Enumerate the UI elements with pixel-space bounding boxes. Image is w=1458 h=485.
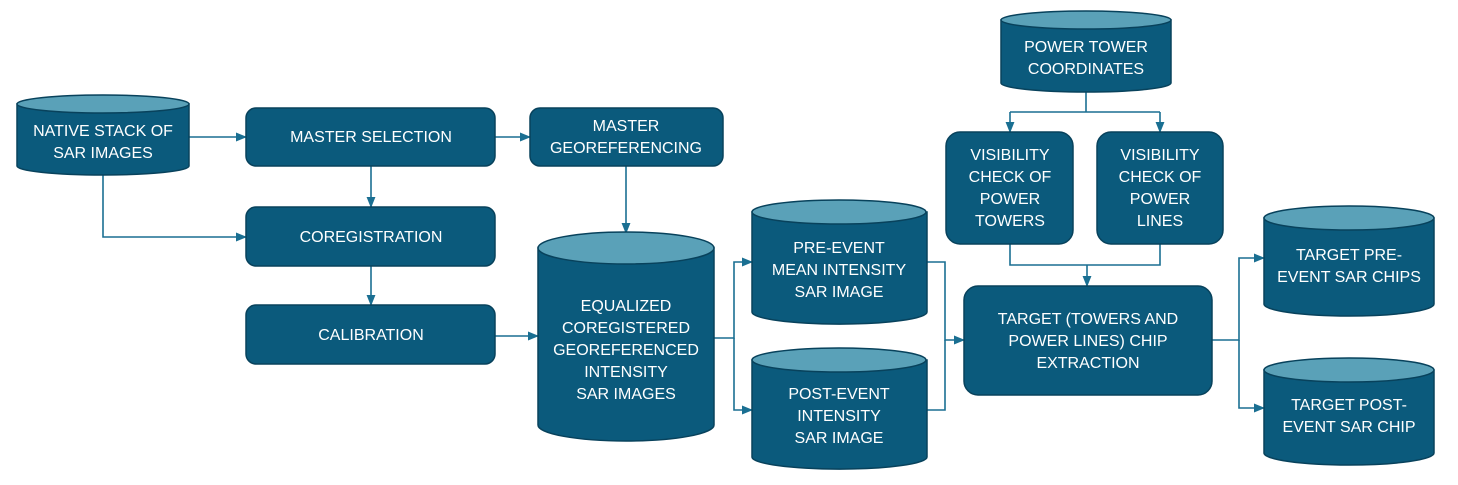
edge-pre-event-to-extraction xyxy=(927,261,966,345)
node-target-pre: TARGET PRE- EVENT SAR CHIPS xyxy=(1263,205,1435,317)
node-target-post: TARGET POST- EVENT SAR CHIP xyxy=(1263,357,1435,466)
node-equalized-sar-images: EQUALIZED COREGISTERED GEOREFERENCED INTENS… xyxy=(537,231,715,442)
edge-equalized-to-post-event xyxy=(733,338,754,415)
node-native-stack-label: NATIVE STACK OF SAR IMAGES xyxy=(33,123,173,162)
node-visibility-towers: VISIBILITY CHECK OF POWER TOWERS xyxy=(945,131,1074,245)
label-line: INTENSITY xyxy=(797,408,881,425)
label-line: NATIVE STACK OF xyxy=(33,123,173,140)
label-line: EQUALIZED xyxy=(581,298,672,315)
label-line: COORDINATES xyxy=(1028,61,1144,78)
node-target-pre-label: TARGET PRE- EVENT SAR CHIPS xyxy=(1277,247,1421,286)
node-power-tower-coordinates-label: POWER TOWER COORDINATES xyxy=(1024,39,1148,78)
node-equalized-label: EQUALIZED COREGISTERED GEOREFERENCED INTENS… xyxy=(553,298,699,403)
node-visibility-lines: VISIBILITY CHECK OF POWER LINES xyxy=(1096,131,1224,245)
label-line: COREGISTERED xyxy=(562,320,690,337)
node-post-event: POST-EVENT INTENSITY SAR IMAGE xyxy=(751,347,928,470)
label-line: TARGET PRE- xyxy=(1296,247,1402,264)
label-line: VISIBILITY xyxy=(1120,147,1199,164)
node-coregistration-label: COREGISTRATION xyxy=(300,229,443,246)
label-line: COREGISTRATION xyxy=(300,229,443,246)
label-line: EVENT SAR CHIP xyxy=(1282,419,1415,436)
label-line: SAR IMAGE xyxy=(795,284,884,301)
label-line: EXTRACTION xyxy=(1036,355,1139,372)
label-line: POWER LINES) CHIP xyxy=(1008,333,1167,350)
node-target-post-label: TARGET POST- EVENT SAR CHIP xyxy=(1282,397,1415,436)
label-line: POST-EVENT xyxy=(788,386,890,403)
label-line: PRE-EVENT xyxy=(793,240,885,257)
edge-extraction-to-target-post xyxy=(1238,340,1266,413)
node-pre-event-label: PRE-EVENT MEAN INTENSITY SAR IMAGE xyxy=(772,240,907,301)
label-line: TOWERS xyxy=(975,213,1045,230)
label-line: POWER xyxy=(1130,191,1190,208)
label-line: TARGET (TOWERS AND xyxy=(998,311,1178,328)
node-native-stack: NATIVE STACK OF SAR IMAGES xyxy=(16,94,190,176)
node-target-extraction-label: TARGET (TOWERS AND POWER LINES) CHIP EXTRA… xyxy=(998,311,1178,372)
label-line: CALIBRATION xyxy=(318,327,424,344)
label-line: MASTER SELECTION xyxy=(290,129,452,146)
label-line: TARGET POST- xyxy=(1291,397,1407,414)
edge-post-event-to-extraction xyxy=(927,340,946,411)
node-calibration: CALIBRATION xyxy=(245,304,496,365)
label-line: POWER TOWER xyxy=(1024,39,1148,56)
label-line: CHECK OF xyxy=(1119,169,1202,186)
node-coregistration: COREGISTRATION xyxy=(245,206,496,267)
label-line: INTENSITY xyxy=(584,364,668,381)
nodes: NATIVE STACK OF SAR IMAGES MASTER SELECTI… xyxy=(16,10,1435,470)
label-line: CHECK OF xyxy=(969,169,1052,186)
node-target-extraction: TARGET (TOWERS AND POWER LINES) CHIP EXTRA… xyxy=(963,285,1213,396)
label-line: SAR IMAGES xyxy=(53,145,153,162)
edges xyxy=(102,91,1266,415)
edge-vis-towers-to-join xyxy=(1009,244,1161,266)
node-visibility-towers-label: VISIBILITY CHECK OF POWER TOWERS xyxy=(969,147,1052,230)
node-visibility-lines-label: VISIBILITY CHECK OF POWER LINES xyxy=(1119,147,1202,230)
node-master-georeferencing: MASTER GEOREFERENCING xyxy=(529,107,724,167)
node-power-tower-coordinates: POWER TOWER COORDINATES xyxy=(1000,10,1172,93)
node-post-event-label: POST-EVENT INTENSITY SAR IMAGE xyxy=(788,386,890,447)
label-line: GEOREFERENCING xyxy=(550,140,702,157)
edge-equalized-to-pre-event xyxy=(714,257,754,339)
node-calibration-label: CALIBRATION xyxy=(318,327,424,344)
node-master-selection-label: MASTER SELECTION xyxy=(290,129,452,146)
label-line: EVENT SAR CHIPS xyxy=(1277,269,1421,286)
node-master-selection: MASTER SELECTION xyxy=(245,107,496,167)
node-master-georeferencing-label: MASTER GEOREFERENCING xyxy=(550,118,702,157)
node-pre-event-mean: PRE-EVENT MEAN INTENSITY SAR IMAGE xyxy=(751,199,928,325)
label-line: GEOREFERENCED xyxy=(553,342,699,359)
label-line: POWER xyxy=(980,191,1040,208)
label-line: LINES xyxy=(1137,213,1183,230)
label-line: SAR IMAGES xyxy=(576,386,676,403)
edge-native-to-coregistration xyxy=(102,175,248,242)
label-line: VISIBILITY xyxy=(970,147,1049,164)
label-line: MEAN INTENSITY xyxy=(772,262,907,279)
label-line: MASTER xyxy=(593,118,660,135)
label-line: SAR IMAGE xyxy=(795,430,884,447)
edge-extraction-to-target-pre xyxy=(1212,253,1266,341)
